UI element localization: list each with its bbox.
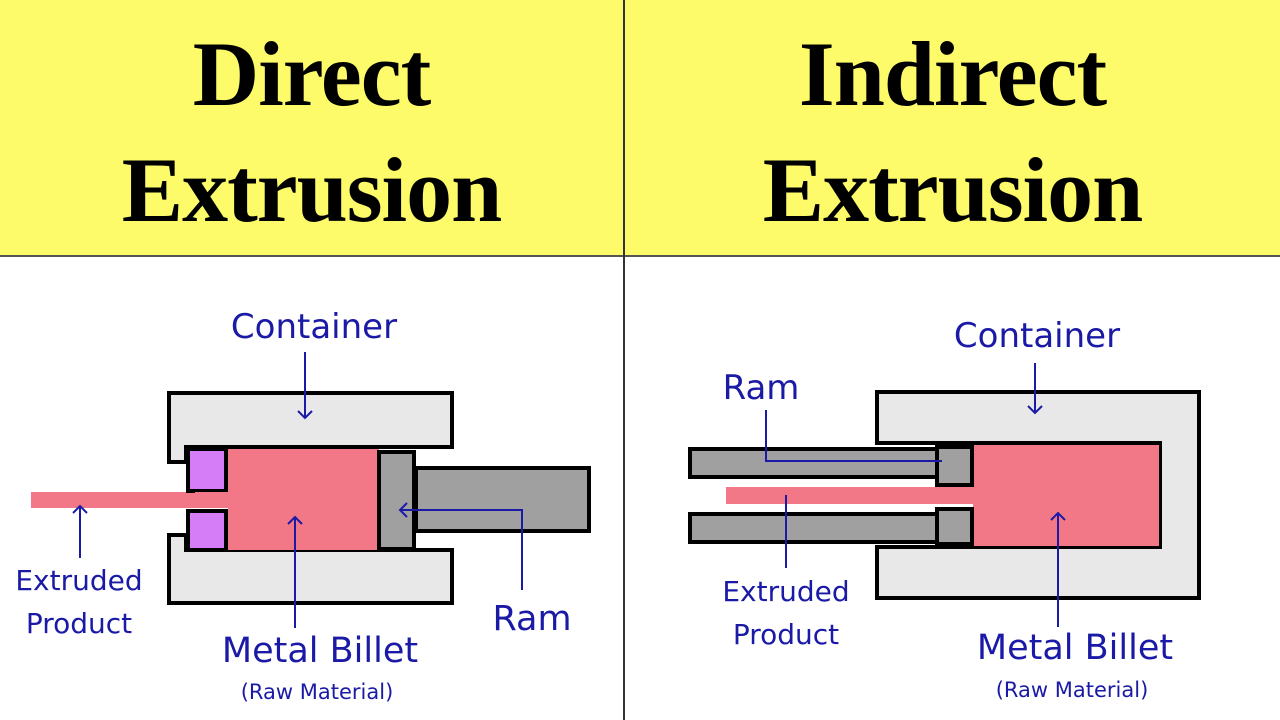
container-label: Container	[231, 307, 397, 347]
die-bottom	[186, 509, 228, 552]
title-line-2: Extrusion	[762, 139, 1144, 241]
ram-head	[377, 450, 416, 551]
indirect-extrusion-diagram: Container Ram Extruded Product Metal Bil…	[688, 316, 1201, 702]
container-label: Container	[954, 316, 1120, 356]
billet-label: Metal Billet	[977, 628, 1173, 668]
ram	[414, 466, 591, 533]
extruded-label-line2: Product	[733, 618, 839, 651]
billet-neck	[195, 492, 230, 508]
title-line-1: Indirect	[798, 23, 1107, 125]
extruded-label-line1: Extruded	[722, 575, 849, 608]
ram-label: Ram	[492, 599, 571, 639]
ram-pointer	[398, 502, 523, 590]
extruded-product	[726, 487, 976, 504]
metal-billet	[228, 449, 379, 550]
ram-upper	[688, 447, 942, 479]
title-line-1: Direct	[192, 23, 431, 125]
title-banner	[0, 0, 1280, 257]
direct-extrusion-title: Direct Extrusion	[0, 28, 623, 260]
billet-label: Metal Billet	[222, 631, 418, 671]
billet-sublabel: (Raw Material)	[241, 680, 394, 704]
extruded-product	[31, 492, 201, 508]
extruded-label-line1: Extruded	[15, 564, 142, 597]
title-line-2: Extrusion	[121, 139, 503, 241]
direct-extrusion-diagram: Container Extruded Product Metal Billet …	[15, 307, 591, 704]
ram-lower	[688, 512, 942, 544]
indirect-extrusion-title: Indirect Extrusion	[625, 28, 1280, 260]
metal-billet	[973, 445, 1159, 546]
panel-divider	[623, 0, 625, 720]
ram-pointer	[765, 410, 942, 462]
ram-label: Ram	[723, 368, 800, 408]
extruded-label-line2: Product	[26, 607, 132, 640]
ram-head-upper	[935, 445, 974, 487]
ram-head-lower	[935, 507, 974, 546]
container	[875, 390, 1201, 600]
billet-sublabel: (Raw Material)	[996, 678, 1149, 702]
die-top	[186, 447, 228, 493]
